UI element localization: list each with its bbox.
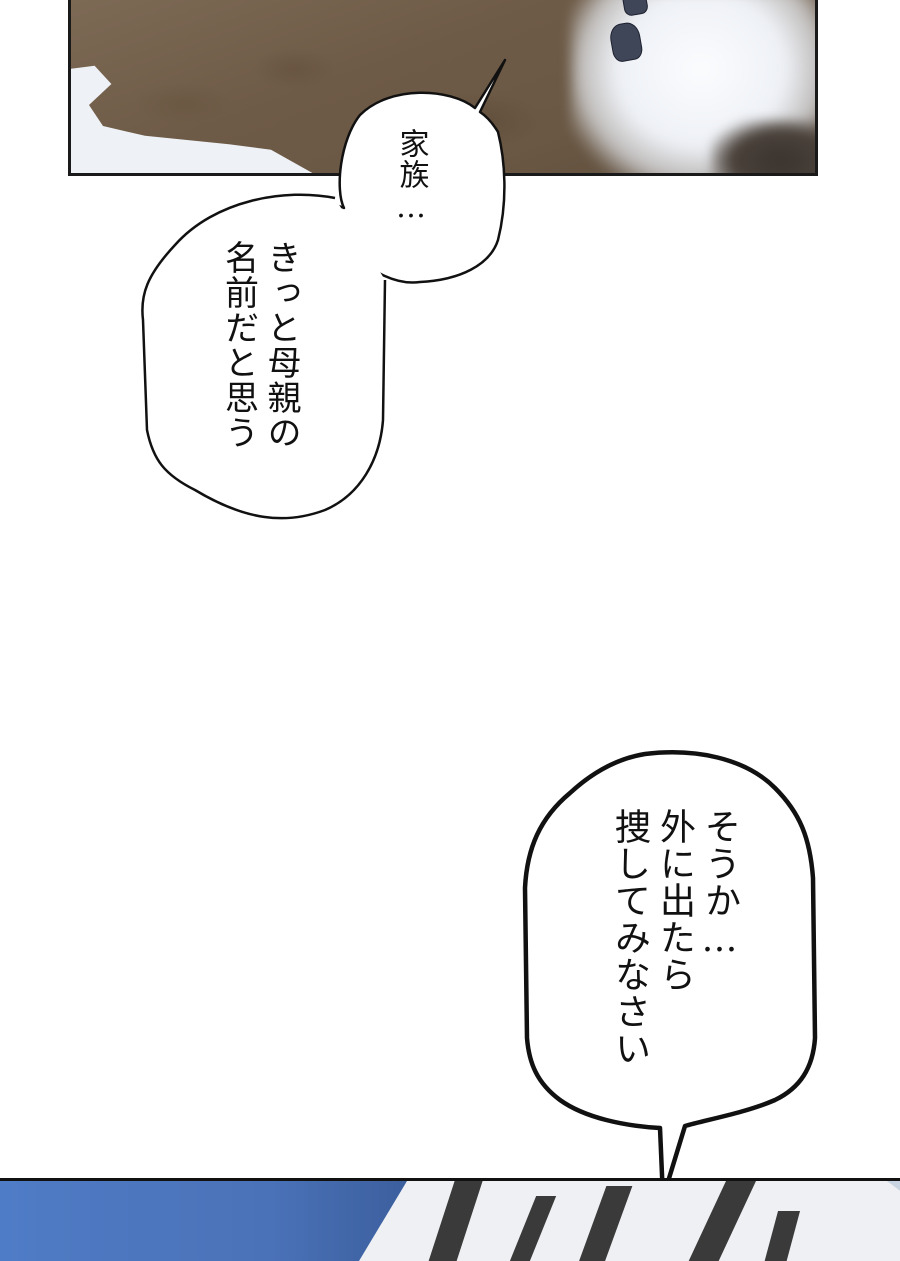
- rock-shadow: [711, 119, 815, 173]
- bubble-3-line-2: 外に出たら: [654, 808, 695, 993]
- bubble-3-line-3: 捜してみなさい: [609, 808, 650, 1067]
- bubble-outline-3: [522, 750, 818, 1201]
- bottom-panel-illustration: [0, 1178, 900, 1261]
- bubble-outline-1: [316, 58, 507, 284]
- bubble-2-line-2: 名前だと思う: [218, 240, 259, 450]
- speech-bubble-family: 家族…: [316, 58, 510, 320]
- snow-patch-left: [71, 65, 341, 173]
- speech-bubble-search-outside: そうか… 外に出たら 捜してみなさい: [515, 748, 825, 1201]
- bubble-outline-2: [141, 193, 387, 520]
- speech-bubble-mother-name: きっと母親の 名前だと思う: [135, 190, 395, 530]
- bubble-1-line-1: 家族…: [393, 128, 429, 226]
- bubble-2-line-1: きっと母親の: [261, 240, 301, 450]
- bubble-3-line-1: そうか…: [699, 808, 740, 961]
- top-panel-illustration: [68, 0, 818, 176]
